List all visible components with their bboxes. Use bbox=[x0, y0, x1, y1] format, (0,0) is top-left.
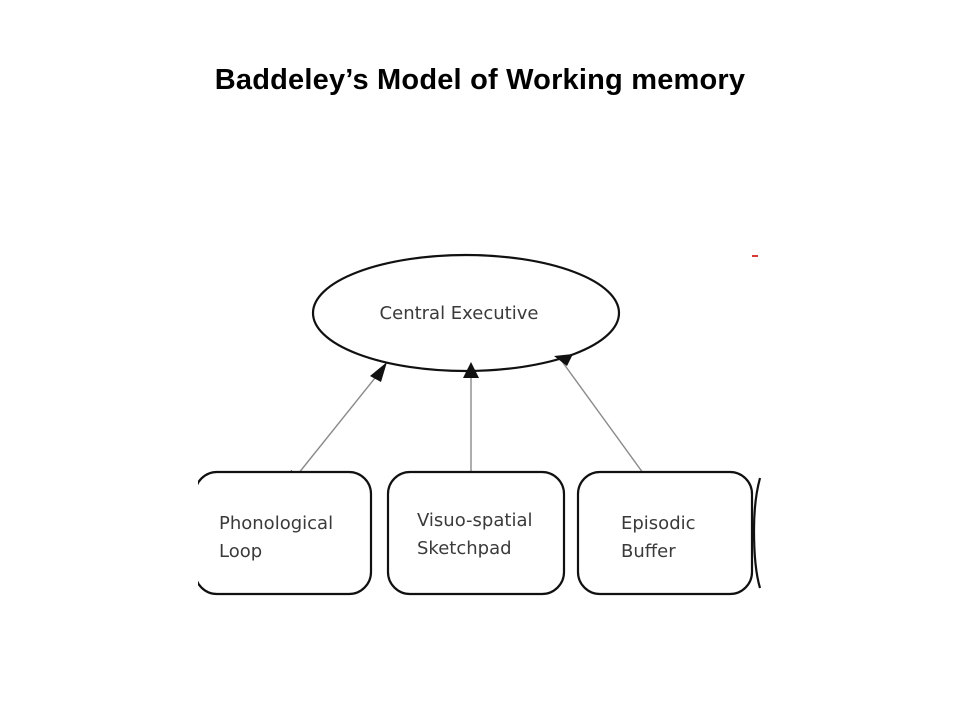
crop-mask-right bbox=[761, 240, 960, 610]
episodic-buffer-line1: Episodic bbox=[621, 513, 696, 534]
episodic-buffer-node: Episodic Buffer bbox=[576, 470, 754, 596]
connectors bbox=[289, 359, 652, 485]
crop-mask-left bbox=[0, 460, 198, 610]
arrowhead-up-right bbox=[554, 354, 573, 366]
visuospatial-sketchpad-label: Visuo-spatial Sketchpad bbox=[417, 510, 538, 559]
visuospatial-sketchpad-node: Visuo-spatial Sketchpad bbox=[386, 470, 566, 596]
central-executive-label: Central Executive bbox=[380, 303, 539, 324]
connector-phonological bbox=[289, 367, 384, 485]
episodic-buffer-box bbox=[576, 470, 754, 596]
cropped-box-edge bbox=[752, 477, 762, 589]
phonological-loop-line2: Loop bbox=[219, 541, 262, 562]
arrowhead-up-left bbox=[370, 362, 387, 382]
arrowhead-up-center bbox=[463, 362, 479, 378]
visuospatial-sketchpad-line1: Visuo-spatial bbox=[417, 510, 532, 531]
visuospatial-sketchpad-box bbox=[386, 470, 566, 596]
slide-title: Baddeley’s Model of Working memory bbox=[214, 64, 746, 96]
episodic-buffer-label: Episodic Buffer bbox=[621, 513, 701, 562]
visuospatial-sketchpad-line2: Sketchpad bbox=[417, 538, 512, 559]
phonological-loop-line1: Phonological bbox=[219, 513, 333, 534]
connector-episodic bbox=[560, 359, 652, 485]
phonological-loop-label: Phonological Loop bbox=[219, 513, 339, 562]
central-executive-node: Central Executive bbox=[311, 253, 621, 373]
episodic-buffer-line2: Buffer bbox=[621, 541, 676, 562]
central-executive-ellipse bbox=[311, 253, 621, 373]
phonological-loop-node: Phonological Loop bbox=[193, 470, 373, 596]
